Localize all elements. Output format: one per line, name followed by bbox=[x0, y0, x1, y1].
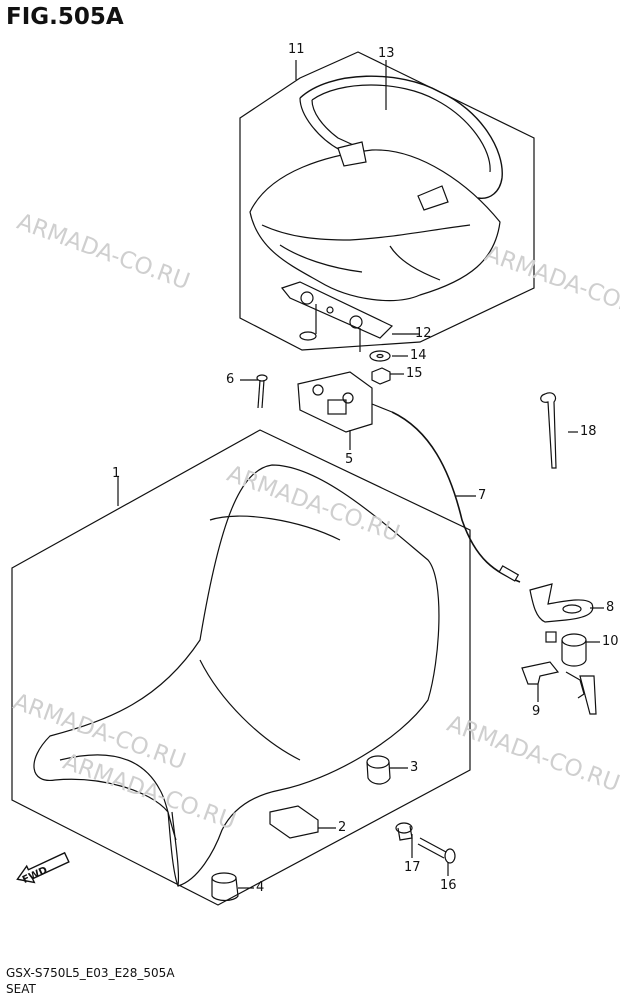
callout-18: 18 bbox=[580, 424, 597, 439]
washer-drawing bbox=[369, 350, 391, 362]
rear-seat-drawing bbox=[249, 75, 503, 302]
fwd-arrow-icon bbox=[16, 851, 70, 884]
seat-lock-plate-drawing bbox=[280, 281, 394, 352]
seat-bumper-drawing bbox=[211, 872, 239, 902]
front-seat-drawing bbox=[33, 464, 440, 887]
seat-lock-set-drawing bbox=[545, 631, 597, 715]
callout-5: 5 bbox=[345, 452, 354, 467]
callout-13: 13 bbox=[378, 46, 395, 61]
callout-9: 9 bbox=[532, 704, 541, 719]
figure-name: SEAT bbox=[6, 982, 36, 996]
callout-7: 7 bbox=[478, 488, 487, 503]
callout-17: 17 bbox=[404, 860, 421, 875]
callout-14: 14 bbox=[410, 348, 427, 363]
callout-2: 2 bbox=[338, 820, 347, 835]
callout-1: 1 bbox=[112, 466, 121, 481]
figure-code: GSX-S750L5_E03_E28_505A bbox=[6, 966, 175, 980]
callout-15: 15 bbox=[406, 366, 423, 381]
hook-drawing bbox=[540, 392, 557, 469]
lock-cable-drawing bbox=[391, 411, 521, 583]
figure-title: FIG.505A bbox=[6, 4, 124, 30]
nut-drawing bbox=[371, 367, 391, 385]
callout-6: 6 bbox=[226, 372, 235, 387]
rear-seat-group-outline bbox=[239, 51, 535, 351]
lock-bracket-drawing bbox=[529, 583, 594, 623]
seat-lock-drawing bbox=[297, 371, 393, 433]
cushion-drawing bbox=[395, 822, 413, 841]
callout-10: 10 bbox=[602, 634, 619, 649]
callout-3: 3 bbox=[410, 760, 419, 775]
callout-4: 4 bbox=[256, 880, 265, 895]
callout-11: 11 bbox=[288, 42, 305, 57]
seat-cushion-bumper-drawing bbox=[366, 755, 391, 785]
front-seat-group-outline bbox=[11, 429, 471, 906]
callout-16: 16 bbox=[440, 878, 457, 893]
callout-8: 8 bbox=[606, 600, 615, 615]
cushion-pad-drawing bbox=[269, 805, 319, 839]
bolt-drawing bbox=[256, 374, 268, 409]
key-plate-drawing bbox=[521, 661, 560, 685]
callout-12: 12 bbox=[415, 326, 432, 341]
screw-drawing bbox=[417, 837, 456, 864]
